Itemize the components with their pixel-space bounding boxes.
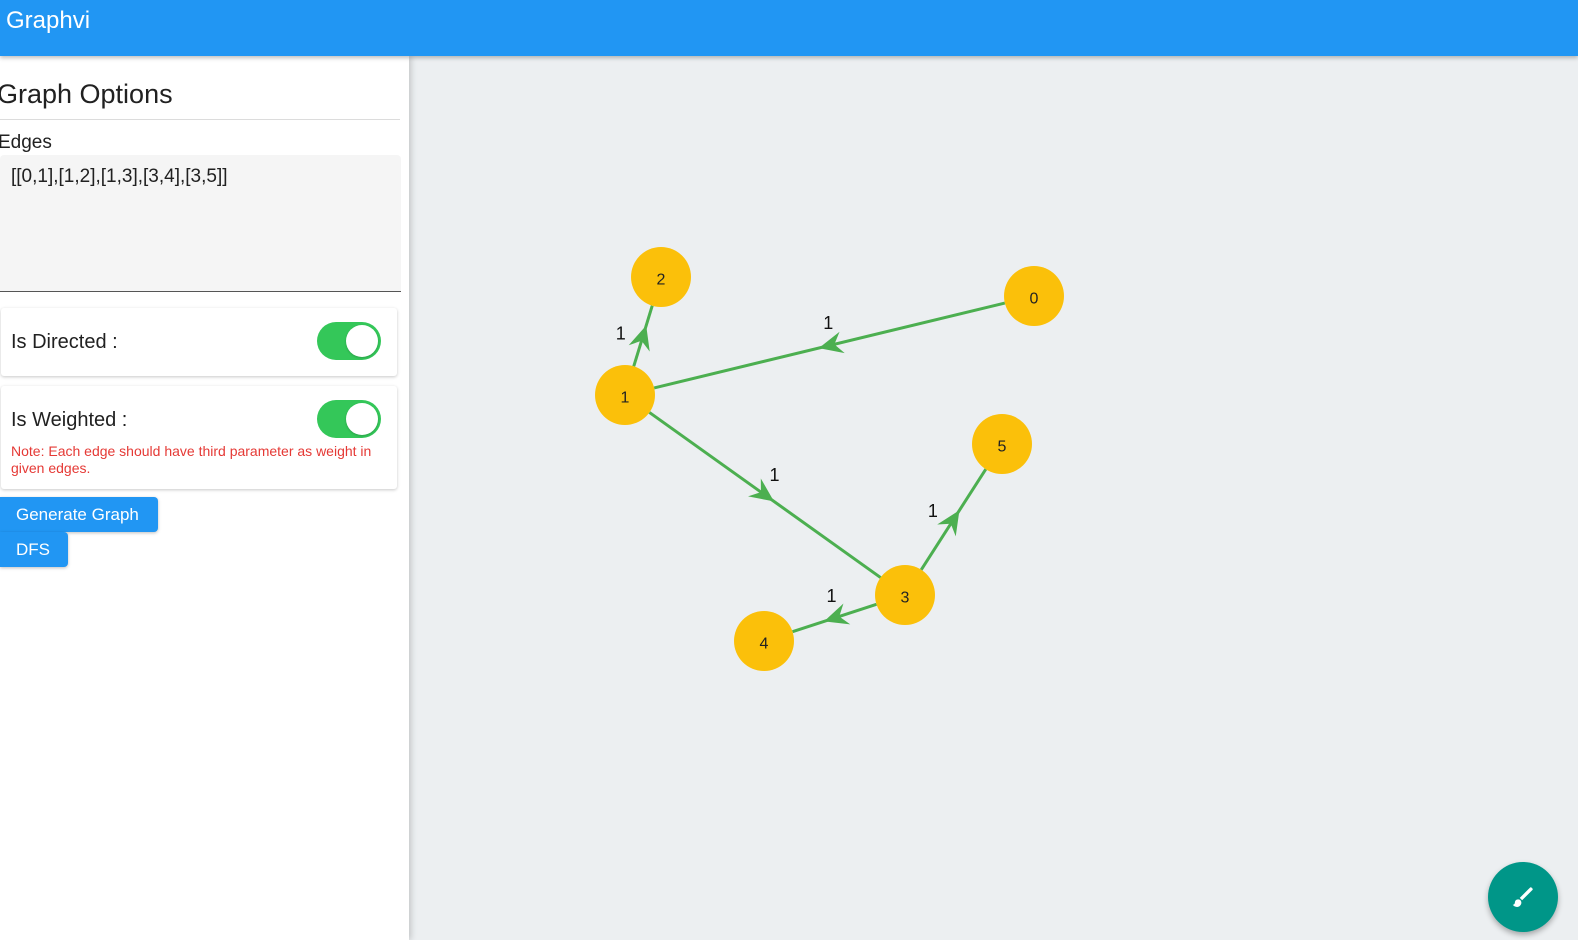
graph-node-1[interactable]: 1: [595, 365, 655, 425]
edge-arrow-3-4: [824, 603, 851, 625]
edges-input-value[interactable]: [[0,1],[1,2],[1,3],[3,4],[3,5]]: [11, 166, 228, 187]
node-circle[interactable]: [734, 611, 794, 671]
graph-drawing[interactable]: 1 1 1 1 1 0 1 2 3 4 5: [409, 56, 1578, 940]
node-circle[interactable]: [595, 365, 655, 425]
edge-arrow-1-3: [748, 478, 774, 502]
node-circle[interactable]: [875, 565, 935, 625]
brush-fab-button[interactable]: [1488, 862, 1558, 932]
graph-node-2[interactable]: 2: [631, 247, 691, 307]
directed-option-card: Is Directed :: [1, 308, 397, 376]
node-label: 2: [657, 272, 666, 289]
divider: [0, 119, 400, 120]
brush-icon: [1512, 887, 1533, 907]
directed-toggle[interactable]: [317, 322, 381, 360]
edge-weight-label: 1: [770, 465, 780, 485]
node-label: 5: [998, 439, 1007, 456]
weighted-option-card: Is Weighted : Note: Each edge should hav…: [1, 386, 397, 489]
panel-title: Graph Options: [0, 79, 173, 109]
node-circle[interactable]: [972, 414, 1032, 474]
node-circle[interactable]: [631, 247, 691, 307]
app-title: Graphvi: [6, 7, 91, 34]
edge-arrow-0-1: [818, 331, 845, 354]
edge-weight-label: 1: [826, 586, 836, 606]
graph-node-4[interactable]: 4: [734, 611, 794, 671]
graph-node-5[interactable]: 5: [972, 414, 1032, 474]
weighted-toggle-knob: [346, 403, 378, 435]
directed-toggle-knob: [346, 325, 378, 357]
node-circle[interactable]: [1004, 266, 1064, 326]
graph-options-panel: Graph Options Edges [[0,1],[1,2],[1,3],[…: [0, 56, 409, 940]
graph-node-0[interactable]: 0: [1004, 266, 1064, 326]
node-label: 4: [760, 636, 769, 653]
edge-weight-label: 1: [928, 501, 938, 521]
graph-canvas[interactable]: 1 1 1 1 1 0 1 2 3 4 5: [409, 56, 1578, 940]
edge-weight-label: 1: [823, 313, 833, 333]
graph-node-3[interactable]: 3: [875, 565, 935, 625]
node-label: 0: [1030, 291, 1039, 308]
weighted-toggle[interactable]: [317, 400, 381, 438]
node-label: 1: [621, 390, 630, 407]
weighted-note: Note: Each edge should have third parame…: [11, 443, 372, 476]
edge-arrow-3-5: [937, 510, 960, 537]
edge-weight-label: 1: [616, 323, 626, 343]
weighted-label: Is Weighted :: [11, 409, 128, 431]
edges-input[interactable]: [[0,1],[1,2],[1,3],[3,4],[3,5]]: [0, 155, 401, 292]
generate-graph-button[interactable]: Generate Graph: [0, 497, 158, 532]
edge-arrow-1-2: [628, 325, 650, 352]
edges-label: Edges: [0, 132, 52, 153]
app-bar: Graphvi: [0, 0, 1578, 56]
node-label: 3: [901, 590, 910, 607]
dfs-button[interactable]: DFS: [0, 532, 68, 567]
directed-label: Is Directed :: [11, 331, 118, 353]
